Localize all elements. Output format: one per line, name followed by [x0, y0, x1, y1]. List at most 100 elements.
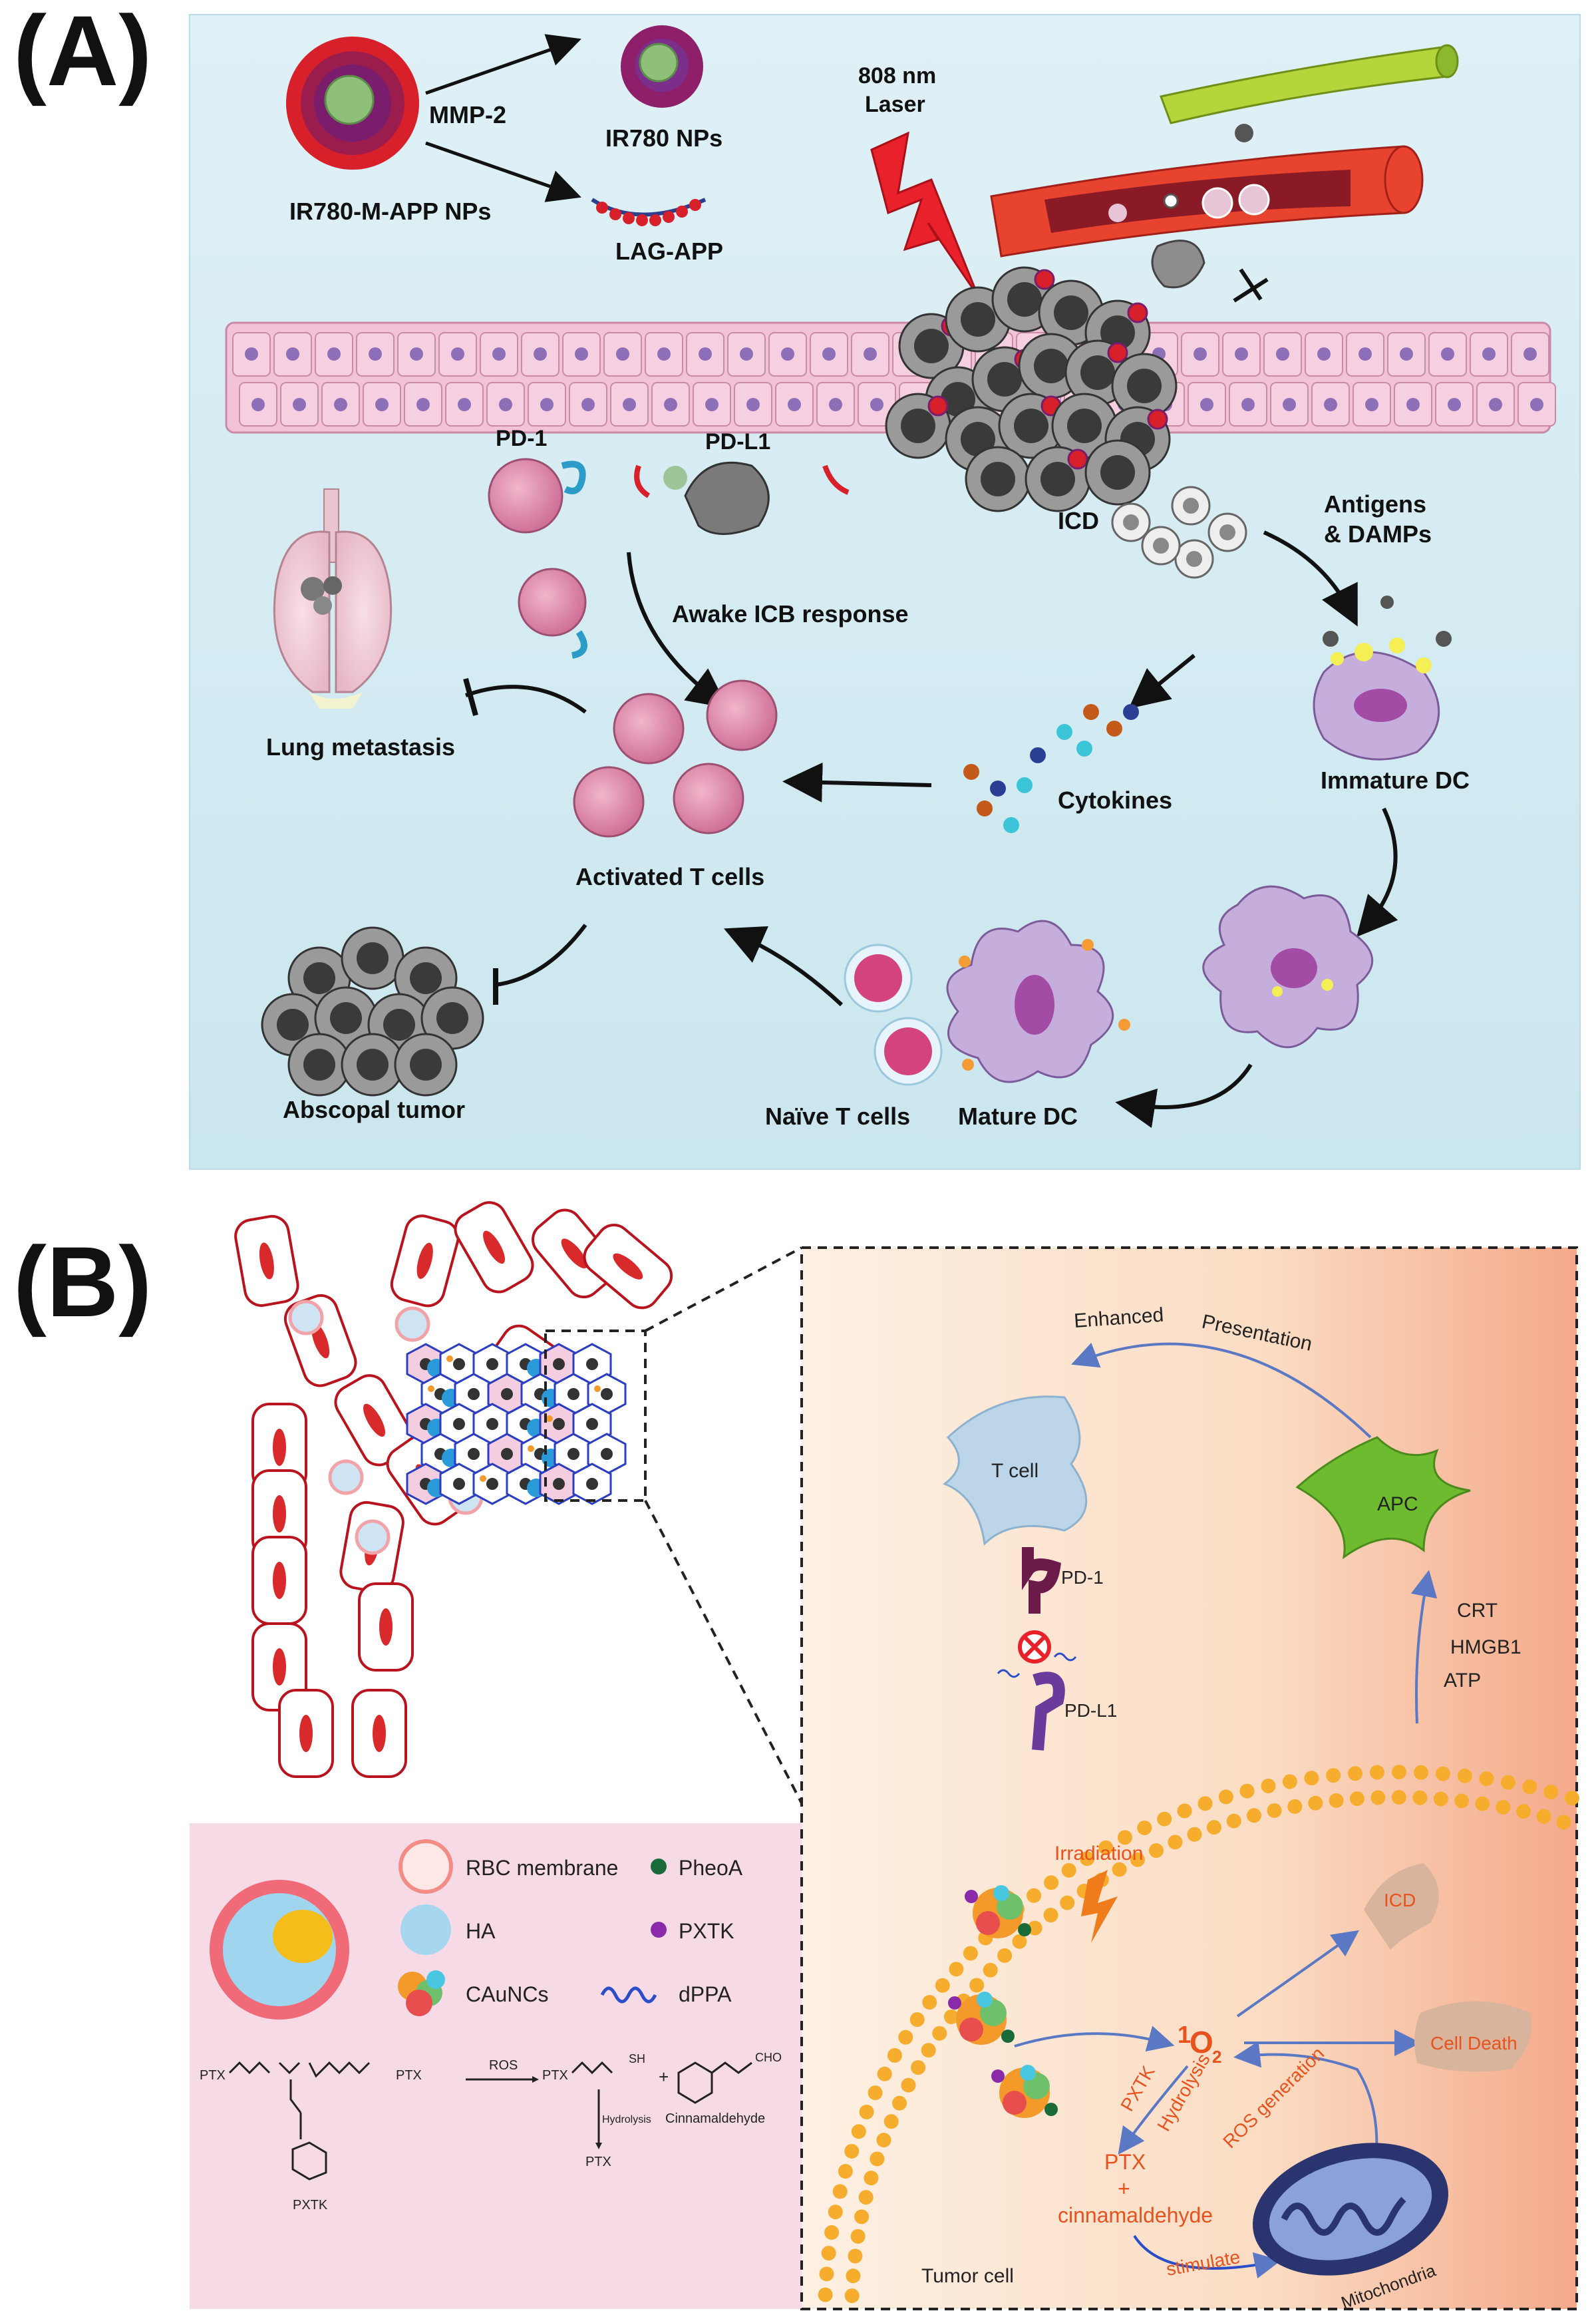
- lung-metastasis-label: Lung metastasis: [266, 733, 455, 761]
- o2-to-icd-arrow: [1236, 1930, 1360, 2018]
- chem-ros-label: ROS: [489, 2058, 518, 2073]
- legend-ha-label: HA: [466, 1919, 496, 1943]
- cytokines-label: Cytokines: [1058, 787, 1172, 814]
- cell-death-label: Cell Death: [1430, 2033, 1517, 2053]
- chem-cho-label: CHO: [755, 2051, 782, 2064]
- naive-t-label: Naïve T cells: [765, 1103, 910, 1130]
- atp-label: ATP: [1444, 1670, 1481, 1691]
- dc-immature-2-icon: [1202, 885, 1374, 1049]
- mitochondria-icon: [1253, 2143, 1448, 2276]
- lung-icon: [273, 488, 393, 709]
- legend-ha-icon: [400, 1904, 451, 1955]
- zoom-panel: Enhanced Presentation T cell APC PD-1 PD…: [800, 1246, 1579, 2311]
- irradiation-bolt-icon: [1081, 1870, 1118, 1943]
- pd1-receptor-icon: [1022, 1547, 1061, 1614]
- icd-label: ICD: [1058, 507, 1099, 534]
- legend-pheoa-label: PheoA: [679, 1856, 743, 1880]
- legend-dppa-icon: [600, 1986, 657, 2004]
- chem-ptx-right: PTX: [396, 2068, 422, 2083]
- mature-dc-icon: [946, 920, 1130, 1083]
- mmp2-label: MMP-2: [429, 101, 506, 128]
- singlet-oxygen: O: [1190, 2025, 1213, 2059]
- chem-plus: +: [659, 2067, 669, 2087]
- damps-label: & DAMPs: [1324, 520, 1432, 548]
- ptx-label: PTX: [1104, 2150, 1146, 2174]
- tumor-cell-label: Tumor cell: [921, 2265, 1014, 2287]
- icd-b-label: ICD: [1384, 1890, 1416, 1910]
- tumor-cell-membrane: [818, 1765, 1579, 2304]
- blood-vessel: [990, 145, 1424, 258]
- nanoparticles: [948, 1885, 1058, 2118]
- nps-main-label: IR780-M-APP NPs: [289, 198, 491, 225]
- legend-rbc-label: RBC membrane: [466, 1856, 618, 1880]
- inhibit-abscopal-arrow: [495, 924, 587, 987]
- mature-dc-label: Mature DC: [958, 1103, 1078, 1130]
- legend-pxtk-label: PXTK: [679, 1919, 734, 1943]
- crt-label: CRT: [1457, 1600, 1498, 1622]
- np-to-o2-arrow: [1014, 2026, 1175, 2051]
- lag-app-chain-icon: [591, 198, 707, 226]
- inhibit-lung-arrow: [465, 685, 587, 714]
- apc-icon: [1295, 1436, 1471, 1560]
- pd1-tcell-2-icon: [518, 568, 587, 659]
- naive-t-cells-icon: [844, 944, 943, 1086]
- awake-icb-arrow: [627, 552, 728, 709]
- legend-rbc-icon: [399, 1839, 453, 1894]
- legend-caunc-label: CAuNCs: [466, 1982, 548, 2006]
- primary-tumor: [885, 266, 1178, 512]
- pdl1-label: PD-L1: [705, 429, 770, 454]
- cell-death-icon: [1414, 2001, 1531, 2072]
- hmgb1-label: HMGB1: [1450, 1636, 1521, 1658]
- ir780-m-app-np-icon: [286, 37, 419, 170]
- lag-app-label: LAG-APP: [615, 238, 723, 265]
- immature-dc-icon: [1313, 596, 1452, 761]
- legend-pheoa-icon: [651, 1859, 667, 1874]
- chem-ptx-left: PTX: [200, 2068, 226, 2083]
- pd1-label: PD-1: [496, 426, 547, 451]
- stimulate-arrow: [1133, 2234, 1281, 2279]
- laser-label: Laser: [865, 92, 925, 117]
- irradiation-label: Irradiation: [1054, 1843, 1143, 1865]
- inhibit-vessel-symbol: [1233, 268, 1269, 303]
- chem-cinnamaldehyde: Cinnamaldehyde: [665, 2111, 765, 2126]
- chem-ptx-final: PTX: [585, 2155, 611, 2169]
- singlet-oxygen-sup: 1: [1178, 2021, 1191, 2048]
- legend-box: RBC membrane PheoA HA PXTK CAuNCs dPPA: [190, 1823, 802, 2309]
- arrow-to-lag: [425, 141, 581, 202]
- zoom-line-top: [645, 1246, 802, 1332]
- panel-b-letter: (B): [13, 1226, 152, 1337]
- t-cell-label: T cell: [991, 1460, 1038, 1482]
- apc-label: APC: [1377, 1493, 1418, 1515]
- singlet-oxygen-sub: 2: [1212, 2047, 1221, 2067]
- cytokines-icon: [963, 704, 1139, 833]
- abscopal-label: Abscopal tumor: [283, 1096, 465, 1123]
- tumor-cluster: [406, 1343, 627, 1505]
- icd-dying-cells: [1111, 486, 1247, 579]
- icd-to-cytokines-arrow: [1128, 653, 1196, 709]
- lymph-vessel: [1159, 44, 1459, 142]
- legend-dppa-label: dPPA: [679, 1982, 732, 2006]
- activated-t-label: Activated T cells: [575, 863, 764, 890]
- cinnamaldehyde-label: cinnamaldehyde: [1058, 2203, 1213, 2227]
- antigens-label: Antigens: [1324, 490, 1426, 518]
- damps-arrow: [1410, 1570, 1438, 1724]
- naive-to-activated-arrow: [724, 926, 844, 1007]
- inhibit-lung-bar: [463, 677, 478, 717]
- pd1-b-label: PD-1: [1061, 1567, 1104, 1588]
- icd-to-dc-arrow: [1263, 530, 1358, 627]
- ir780-nps-label: IR780 NPs: [605, 124, 722, 152]
- cytokines-to-tcell-arrow: [782, 762, 932, 802]
- pdl1-b-label: PD-L1: [1064, 1700, 1117, 1721]
- panel-a: IR780-M-APP NPs MMP-2 IR780 NPs LAG-APP …: [189, 14, 1581, 1170]
- laser-bolt-icon: [870, 131, 979, 297]
- abscopal-tumor-icon: [261, 926, 484, 1097]
- chem-sh-label: SH: [629, 2052, 645, 2065]
- laser-wavelength-label: 808 nm: [858, 63, 936, 89]
- o2-to-ptx-arrow: [1118, 2065, 1189, 2155]
- presentation-arrow: [1071, 1342, 1372, 1439]
- panel-a-letter: (A): [13, 0, 152, 106]
- plus-label: +: [1118, 2177, 1130, 2201]
- dc-to-mature-arrow: [1115, 1063, 1253, 1129]
- zoom-line-bottom: [644, 1500, 803, 1804]
